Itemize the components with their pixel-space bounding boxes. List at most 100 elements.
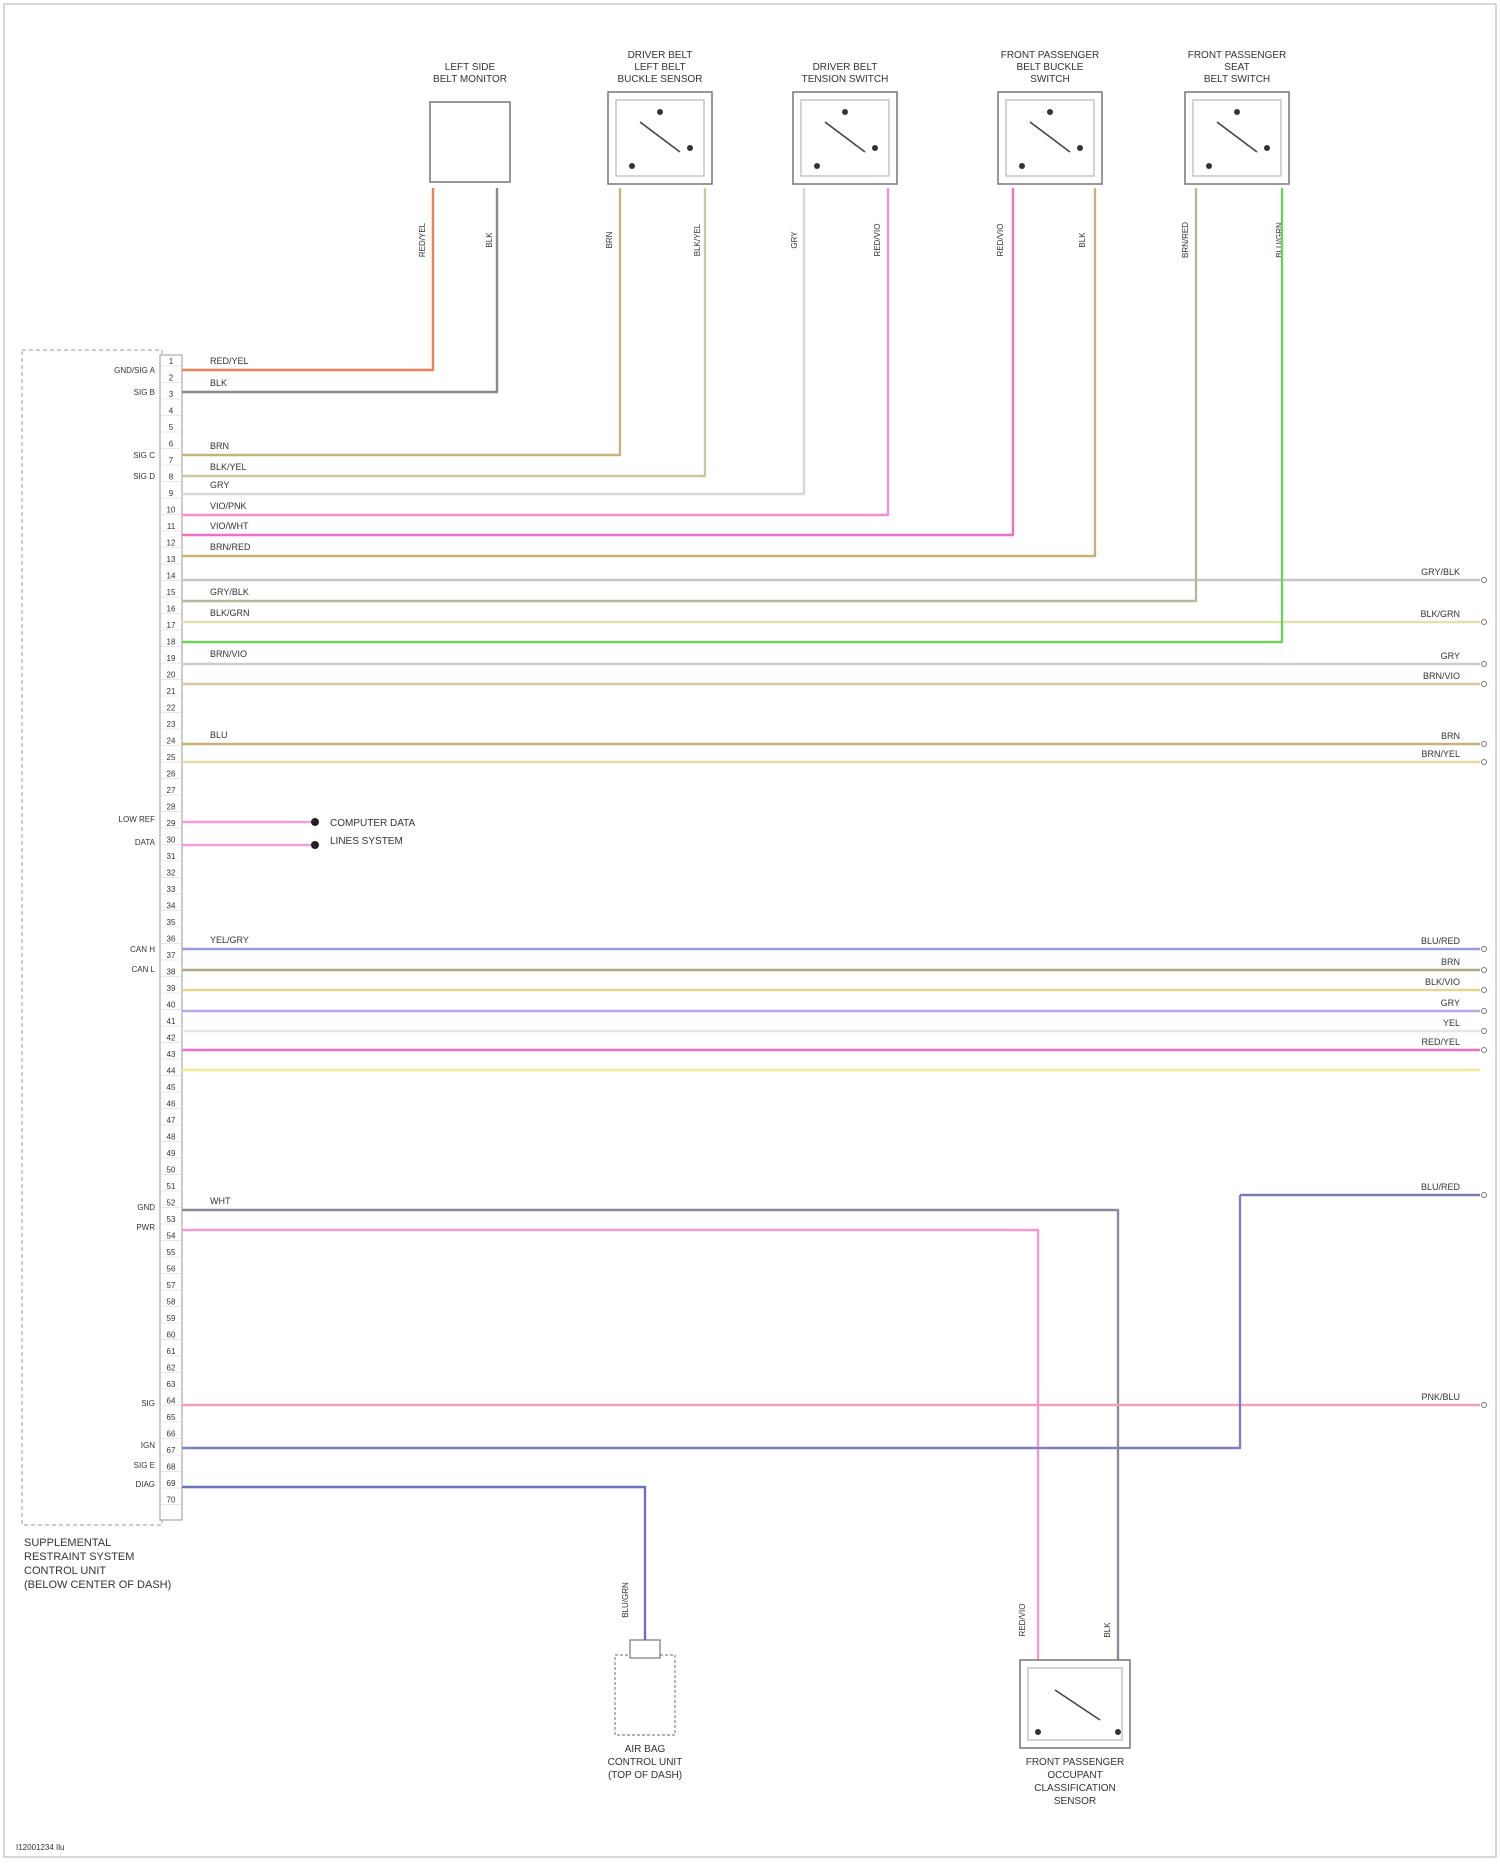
pin-number: 31 [167,852,176,861]
data-connector-dot [311,818,319,826]
pin-number: 58 [167,1298,176,1307]
left-pin-label: CAN H [130,945,155,954]
pin-number: 69 [167,1479,176,1488]
right-terminal [1482,1048,1487,1053]
pin-number: 57 [167,1281,176,1290]
switch-terminal [872,145,878,151]
wire-color-code: VIO/WHT [210,521,249,531]
switch-terminal [1234,109,1240,115]
switch-body [793,92,897,184]
wire-color-code: GRY/BLK [210,587,249,597]
wire-color-code: BRN/RED [210,542,251,552]
airbag-unit-plug [630,1640,660,1658]
right-wire-label: GRY [1441,651,1460,661]
wire-color-code: VIO/PNK [210,501,247,511]
pin-number: 26 [167,770,176,779]
wire-blk-2 [182,1210,1118,1660]
pin-number: 6 [169,440,174,449]
pin-number: 23 [167,720,176,729]
component-wire-label: RED/VIO [873,224,882,257]
top-component-label: SEAT [1224,62,1249,73]
pin-number: 11 [167,522,176,531]
pin-number: 15 [167,588,176,597]
pin-number: 51 [167,1182,176,1191]
pin-number: 54 [167,1232,176,1241]
top-component-label: BUCKLE SENSOR [617,74,702,85]
bottom-component-label: SENSOR [1054,1796,1096,1807]
wire-pnk [182,1230,1038,1660]
diagram-border [4,4,1496,1857]
left-pin-label: SIG B [134,388,155,397]
data-connector-dot [311,841,319,849]
right-wire-label: BLU/RED [1421,1182,1461,1192]
pin-number: 63 [167,1380,176,1389]
pin-number: 13 [167,555,176,564]
right-terminal [1482,947,1487,952]
component-wire-label: BRN [605,231,614,248]
wire-blu [182,1195,1240,1448]
right-wire-label: BLK/VIO [1425,977,1460,987]
right-wire-label: BRN [1441,731,1460,741]
switch-terminal [1264,145,1270,151]
wire-brn [182,188,620,455]
pin-number: 42 [167,1034,176,1043]
left-pin-label: SIG [141,1399,155,1408]
right-terminal [1482,662,1487,667]
wire-brn-red [182,188,1095,556]
pin-number: 22 [167,704,176,713]
pin-number: 67 [167,1446,176,1455]
main-module-label: SUPPLEMENTAL [24,1537,111,1549]
pin-number: 59 [167,1314,176,1323]
right-terminal [1482,578,1487,583]
pin-number: 37 [167,951,176,960]
main-module-label: RESTRAINT SYSTEM [24,1551,134,1563]
pin-number: 47 [167,1116,176,1125]
pin-number: 32 [167,869,176,878]
right-terminal [1482,1009,1487,1014]
wire-blu-2 [182,1487,645,1640]
switch-terminal [1077,145,1083,151]
airbag-unit-body [615,1655,675,1735]
top-component-label: LEFT BELT [634,62,685,73]
bottom-wire-label: RED/VIO [1018,1604,1027,1637]
right-wire-label: GRY/BLK [1421,567,1460,577]
bottom-wire-label: BLU/GRN [621,1582,630,1618]
pin-number: 55 [167,1248,176,1257]
pin-number: 17 [167,621,176,630]
switch-terminal [657,109,663,115]
pin-number: 30 [167,836,176,845]
right-wire-label: BRN/YEL [1421,749,1460,759]
pin-number: 62 [167,1364,176,1373]
pin-number: 49 [167,1149,176,1158]
component-wire-label: BLK [1078,232,1087,248]
pin-number: 46 [167,1100,176,1109]
wire-vio-pnk [182,188,888,515]
pin-number: 68 [167,1463,176,1472]
pin-number: 2 [169,374,174,383]
pin-number: 64 [167,1397,176,1406]
left-pin-label: DATA [135,838,156,847]
pin-number: 61 [167,1347,176,1356]
pin-number: 40 [167,1001,176,1010]
footer-code: I12001234 Ilu [16,1843,65,1852]
right-terminal [1482,1193,1487,1198]
pin-number: 21 [167,687,176,696]
left-pin-label: GND/SIG A [114,366,156,375]
pin-number: 5 [169,423,174,432]
pin-number: 20 [167,671,176,680]
main-module-outline [22,350,162,1525]
switch-terminal [1047,109,1053,115]
component-wire-label: BLK/YEL [693,223,702,256]
left-pin-label: PWR [136,1223,155,1232]
wire-red-yel [182,188,433,370]
wire-blk-yel [182,188,705,476]
right-terminal [1482,968,1487,973]
bottom-wire-label: BLK [1103,1622,1112,1638]
pin-number: 41 [167,1017,176,1026]
pin-number: 34 [167,902,176,911]
switch-terminal [629,163,635,169]
right-wire-label: GRY [1441,998,1460,1008]
left-pin-label: CAN L [131,965,155,974]
